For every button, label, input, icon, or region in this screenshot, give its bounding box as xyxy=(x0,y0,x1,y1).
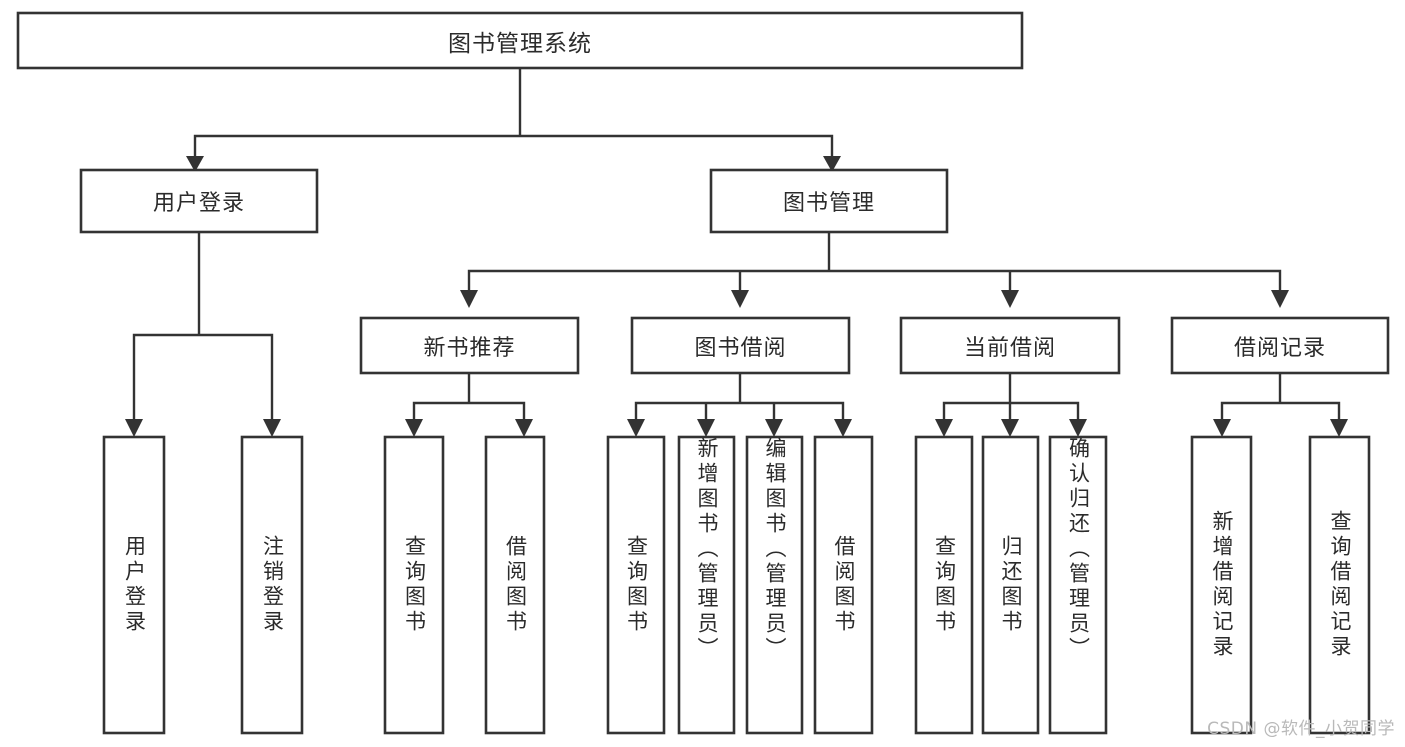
node-leaf-query-record[interactable] xyxy=(1308,435,1371,735)
arrowhead-leaf-query-book-3 xyxy=(935,419,953,437)
node-leaf-borrow-book-2[interactable] xyxy=(813,435,874,735)
connector-current-borrow-to-leaves xyxy=(942,371,1080,423)
node-leaf-edit-book[interactable] xyxy=(745,435,804,735)
arrowhead-new-book-recommend xyxy=(460,290,478,308)
arrowhead-book-borrow xyxy=(731,290,749,308)
node-leaf-add-record[interactable] xyxy=(1190,435,1253,735)
connector-borrow-record-to-leaves xyxy=(1220,371,1341,423)
connector-new-book-recommend-to-leaves xyxy=(412,371,526,423)
arrowhead-leaf-borrow-book-1 xyxy=(515,419,533,437)
node-user-login[interactable] xyxy=(79,168,319,234)
node-leaf-query-book-2[interactable] xyxy=(606,435,666,735)
arrowhead-leaf-query-book-1 xyxy=(405,419,423,437)
node-book-borrow[interactable] xyxy=(630,316,851,375)
arrowhead-borrow-record xyxy=(1271,290,1289,308)
node-leaf-user-login[interactable] xyxy=(102,435,166,735)
node-root[interactable] xyxy=(16,11,1024,70)
arrowhead-book-management xyxy=(823,156,841,172)
node-leaf-return-book[interactable] xyxy=(981,435,1040,735)
node-current-borrow[interactable] xyxy=(899,316,1121,375)
arrowhead-leaf-edit-book xyxy=(765,419,783,437)
arrowhead-leaf-user-login xyxy=(125,419,143,437)
connector-layer xyxy=(125,66,1348,437)
arrowhead-user-login xyxy=(186,156,204,172)
node-leaf-logout[interactable] xyxy=(240,435,304,735)
node-leaf-query-book-1[interactable] xyxy=(383,435,445,735)
connector-book-management-to-level3 xyxy=(467,230,1282,294)
arrowhead-leaf-add-record xyxy=(1213,419,1231,437)
node-borrow-record[interactable] xyxy=(1170,316,1390,375)
connector-user-login-to-leaves xyxy=(132,230,274,423)
node-box-layer xyxy=(16,11,1390,735)
connector-book-borrow-to-leaves xyxy=(634,371,845,423)
arrowhead-leaf-logout xyxy=(263,419,281,437)
connector-root-to-level2 xyxy=(193,66,834,160)
node-book-management[interactable] xyxy=(709,168,949,234)
arrowhead-leaf-add-book xyxy=(697,419,715,437)
arrowhead-leaf-borrow-book-2 xyxy=(834,419,852,437)
node-leaf-query-book-3[interactable] xyxy=(914,435,974,735)
node-leaf-add-book[interactable] xyxy=(677,435,736,735)
node-new-book-recommend[interactable] xyxy=(359,316,580,375)
arrowhead-leaf-query-record xyxy=(1330,419,1348,437)
arrowhead-leaf-return-book xyxy=(1001,419,1019,437)
arrowhead-leaf-query-book-2 xyxy=(627,419,645,437)
arrowhead-current-borrow xyxy=(1001,290,1019,308)
node-leaf-confirm-return[interactable] xyxy=(1048,435,1108,735)
arrowhead-leaf-confirm-return xyxy=(1069,419,1087,437)
node-leaf-borrow-book-1[interactable] xyxy=(484,435,546,735)
